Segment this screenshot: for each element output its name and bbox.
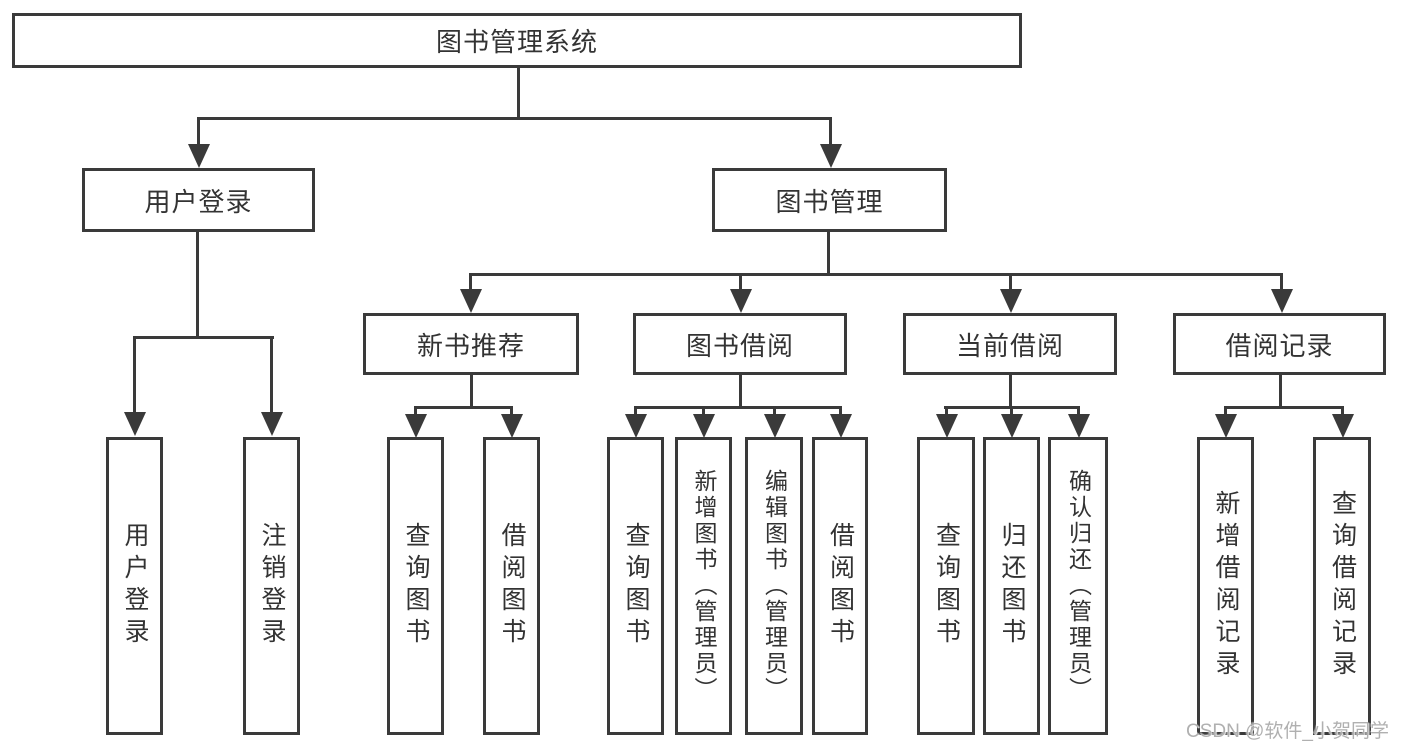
node-label: 归还图书 xyxy=(998,522,1026,650)
arrow-down-icon xyxy=(1332,414,1354,438)
node-label: 查询图书 xyxy=(932,522,961,650)
arrow-down-icon xyxy=(1271,289,1293,313)
node-label: 用户登录 xyxy=(144,186,253,217)
leaf-query-borrow-record: 查询借阅记录 xyxy=(1313,437,1371,735)
leaf-add-books-admin: 新增图书（管理员） xyxy=(675,437,732,735)
connector-line xyxy=(829,117,832,147)
arrow-down-icon xyxy=(1068,414,1090,438)
arrow-down-icon xyxy=(460,289,482,313)
connector-line xyxy=(196,232,199,339)
node-label: 查询图书 xyxy=(622,522,650,650)
connector-line xyxy=(469,273,1283,276)
leaf-user-login: 用户登录 xyxy=(106,437,163,735)
node-new-book-recommendation: 新书推荐 xyxy=(363,313,579,375)
arrow-down-icon xyxy=(730,289,752,313)
arrow-down-icon xyxy=(501,414,523,438)
leaf-borrow-books-recommend: 借阅图书 xyxy=(483,437,540,735)
connector-line xyxy=(1009,375,1012,409)
leaf-query-books-borrowing: 查询图书 xyxy=(607,437,664,735)
connector-line xyxy=(839,406,842,416)
leaf-edit-books-admin: 编辑图书（管理员） xyxy=(745,437,803,735)
node-label: 图书借阅 xyxy=(685,330,794,361)
node-label: 新书推荐 xyxy=(416,330,525,361)
node-label: 编辑图书（管理员） xyxy=(761,469,788,703)
connector-line xyxy=(1224,406,1344,409)
arrow-down-icon xyxy=(936,414,958,438)
csdn-watermark: CSDN @软件_小贺同学 xyxy=(1186,721,1389,742)
arrow-down-icon xyxy=(405,414,427,438)
connector-line xyxy=(634,406,637,416)
connector-line xyxy=(945,406,948,416)
arrow-down-icon xyxy=(830,414,852,438)
leaf-borrow-books-borrowing: 借阅图书 xyxy=(812,437,868,735)
arrow-down-icon xyxy=(693,414,715,438)
node-label: 借阅记录 xyxy=(1225,330,1334,361)
arrow-down-icon xyxy=(124,412,146,436)
leaf-return-books: 归还图书 xyxy=(983,437,1040,735)
node-user-login: 用户登录 xyxy=(82,168,315,232)
arrow-down-icon xyxy=(1001,414,1023,438)
node-book-borrowing: 图书借阅 xyxy=(633,313,847,375)
node-label: 新增借阅记录 xyxy=(1212,490,1240,682)
connector-line xyxy=(414,406,513,409)
node-label: 借阅图书 xyxy=(826,522,855,650)
connector-line xyxy=(470,375,473,409)
arrow-down-icon xyxy=(1215,414,1237,438)
node-label: 当前借阅 xyxy=(955,330,1064,361)
connector-line xyxy=(1010,406,1013,416)
connector-line xyxy=(1279,375,1282,409)
leaf-logout-login: 注销登录 xyxy=(243,437,300,735)
connector-line xyxy=(133,336,274,339)
arrow-down-icon xyxy=(1000,289,1022,313)
node-label: 图书管理 xyxy=(775,186,884,217)
arrow-down-icon xyxy=(188,144,210,168)
arrow-down-icon xyxy=(820,144,842,168)
node-label: 查询图书 xyxy=(402,522,430,650)
connector-line xyxy=(510,406,513,416)
node-book-management: 图书管理 xyxy=(712,168,947,232)
node-label: 查询借阅记录 xyxy=(1328,490,1357,682)
node-label: 借阅图书 xyxy=(498,522,526,650)
connector-line xyxy=(469,273,472,291)
connector-line xyxy=(702,406,705,416)
connector-line xyxy=(739,273,742,291)
arrow-down-icon xyxy=(625,414,647,438)
node-label: 图书管理系统 xyxy=(435,27,598,57)
node-borrowing-records: 借阅记录 xyxy=(1173,313,1386,375)
node-label: 确认归还（管理员） xyxy=(1065,469,1092,703)
connector-line xyxy=(270,336,273,414)
leaf-add-borrow-record: 新增借阅记录 xyxy=(1197,437,1254,735)
connector-line xyxy=(197,117,832,120)
connector-line xyxy=(1224,406,1227,416)
arrow-down-icon xyxy=(764,414,786,438)
connector-line xyxy=(1009,273,1012,291)
connector-line xyxy=(197,117,200,147)
connector-line xyxy=(827,232,830,276)
connector-line xyxy=(517,68,520,120)
connector-line xyxy=(414,406,417,416)
leaf-query-books-recommend: 查询图书 xyxy=(387,437,444,735)
connector-line xyxy=(739,375,742,409)
connector-line xyxy=(1077,406,1080,416)
node-label: 用户登录 xyxy=(121,522,149,650)
connector-line xyxy=(133,336,136,414)
connector-line xyxy=(1341,406,1344,416)
connector-line xyxy=(634,406,842,409)
leaf-confirm-return-admin: 确认归还（管理员） xyxy=(1048,437,1108,735)
connector-line xyxy=(773,406,776,416)
connector-line xyxy=(1280,273,1283,291)
node-label: 注销登录 xyxy=(258,522,286,650)
leaf-query-books-current: 查询图书 xyxy=(917,437,975,735)
arrow-down-icon xyxy=(261,412,283,436)
node-current-borrowing: 当前借阅 xyxy=(903,313,1117,375)
node-library-management-system: 图书管理系统 xyxy=(12,13,1022,68)
node-label: 新增图书（管理员） xyxy=(691,469,717,703)
